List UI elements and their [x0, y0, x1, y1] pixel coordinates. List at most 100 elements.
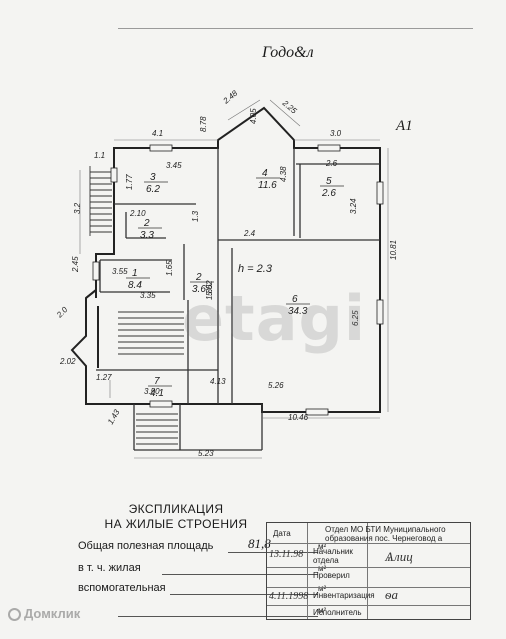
room-number: 3 [150, 172, 156, 183]
dimension-label: 1.27 [96, 373, 112, 382]
row-underline [228, 552, 318, 553]
row-underline [162, 574, 318, 575]
row-underline [118, 616, 318, 617]
room-number: 4 [262, 168, 268, 179]
dimension-label: 2.45 [71, 256, 80, 273]
stamp-role-1a: Начальник [313, 547, 353, 556]
room-area: 3.3 [140, 230, 154, 241]
dimension-label: 2.4 [243, 229, 256, 238]
stamp-role-1b: отдела [313, 556, 339, 565]
domklik-label: Домклик [24, 606, 81, 621]
sheet-code: А1 [396, 118, 413, 134]
row-label: в т. ч. жилая [78, 562, 141, 574]
row-label: Общая полезная площадь [78, 540, 214, 552]
dimension-label: 4.38 [279, 166, 288, 182]
domklik-logo-icon [8, 608, 21, 621]
room-number: 1 [132, 268, 138, 279]
ceiling-height-note: h = 2.3 [238, 263, 273, 275]
room-number: 7 [154, 376, 160, 387]
room-area: 34.3 [288, 306, 308, 317]
etagi-watermark: etagi [182, 282, 367, 355]
dimension-labels: 4.1 3.45 2.48 2.25 8.78 4.05 3.0 2.6 1.1 1.77 3.2 2… [54, 88, 398, 458]
dimension-label: 5.26 [268, 381, 284, 390]
stamp-org-line2: образования пос. Чернеговод а [325, 534, 443, 543]
stamp-role-2a: Проверил [313, 571, 350, 580]
stamp-divider [267, 587, 470, 588]
row-unit: м² [318, 584, 327, 593]
dimension-label: 3.0 [330, 129, 342, 138]
row-unit: м² [318, 542, 327, 551]
explication-title-line2: НА ЖИЛЫЕ СТРОЕНИЯ [104, 517, 248, 531]
dimension-label: 3.24 [349, 198, 358, 214]
dimension-lines [79, 99, 389, 459]
dimension-label: 4.05 [249, 108, 258, 124]
signature-1: Ѧлиц [385, 549, 413, 564]
row-underline [170, 594, 318, 595]
bti-stamp-block: Дата Отдел МО БТИ Муниципального образов… [266, 522, 471, 620]
dimension-label: 2.48 [221, 88, 240, 106]
dimension-label: 4.1 [152, 129, 163, 138]
dimension-label: 6.25 [351, 310, 360, 326]
dimension-label: 10.81 [389, 240, 398, 260]
room-number: 2 [143, 218, 150, 229]
dimension-label: 3.45 [166, 161, 182, 170]
row-label: вспомогательная [78, 582, 166, 594]
stairs [89, 166, 184, 445]
dimension-label: 3.55 [112, 267, 128, 276]
stamp-divider [267, 567, 470, 568]
room-area: 11.6 [258, 180, 277, 191]
stamp-divider [267, 543, 470, 544]
row-unit: м² [318, 564, 327, 573]
dimension-label: 2.25 [280, 98, 299, 116]
dimension-label: 3.50 [144, 387, 160, 396]
stamp-date-header: Дата [273, 529, 291, 538]
dimension-label: 1.43 [106, 408, 122, 426]
windows [92, 144, 384, 416]
room-area: 2.6 [321, 188, 336, 199]
dimension-label: 1.77 [125, 174, 134, 190]
dimension-label: 1.65 [165, 260, 174, 276]
explication-title: ЭКСПЛИКАЦИЯ НА ЖИЛЫЕ СТРОЕНИЯ [82, 502, 270, 532]
dimension-label: 10.46 [288, 413, 309, 422]
explication-title-line1: ЭКСПЛИКАЦИЯ [128, 502, 224, 516]
room-area: 4.1 [150, 388, 164, 399]
stamp-role-2b: Инвентаризация [313, 591, 375, 600]
top-border-line [118, 28, 473, 29]
stamp-role-3: Исполнитель [313, 608, 362, 617]
plan-title: Годо&л [262, 44, 314, 61]
dimension-label: 2.0 [54, 305, 69, 320]
room-area: 3.6 [192, 284, 206, 295]
stamp-date-2: 4.11.1998 [269, 591, 309, 602]
domklik-watermark: Домклик [8, 606, 80, 621]
stamp-divider [267, 605, 470, 606]
dimension-label: 4.13 [210, 377, 226, 386]
room-number: 6 [292, 294, 298, 305]
dimension-label: 5.23 [198, 449, 214, 458]
room-area: 6.2 [146, 184, 160, 195]
explication-row-auxiliary: вспомогательная м² [78, 582, 326, 596]
interior-walls [96, 148, 380, 451]
dimension-label: 2.02 [59, 357, 76, 366]
dimension-label: 2.6 [325, 159, 338, 168]
row-value: 81,8 [248, 536, 271, 551]
dimension-label: 8.78 [199, 116, 208, 132]
explication-row-living: в т. ч. жилая м² [78, 562, 326, 576]
dimension-label: 3.35 [140, 291, 156, 300]
dimension-label: 5.02 [205, 280, 214, 296]
signature-2: ѳа [385, 587, 398, 602]
dimension-label: 3.2 [73, 202, 82, 214]
stamp-date-1: 13.11.98 [269, 549, 304, 560]
dimension-label: 1.1 [94, 151, 105, 160]
dimension-label: 2.10 [129, 209, 146, 218]
room-area: 8.4 [128, 280, 142, 291]
room-number: 5 [326, 176, 332, 187]
stamp-divider [367, 523, 368, 619]
explication-row-extra: м² [78, 604, 326, 618]
row-unit: м² [318, 606, 327, 615]
dimension-label: 1.85 [205, 284, 214, 300]
dimension-label: 1.3 [191, 210, 200, 222]
stamp-divider [307, 523, 308, 619]
